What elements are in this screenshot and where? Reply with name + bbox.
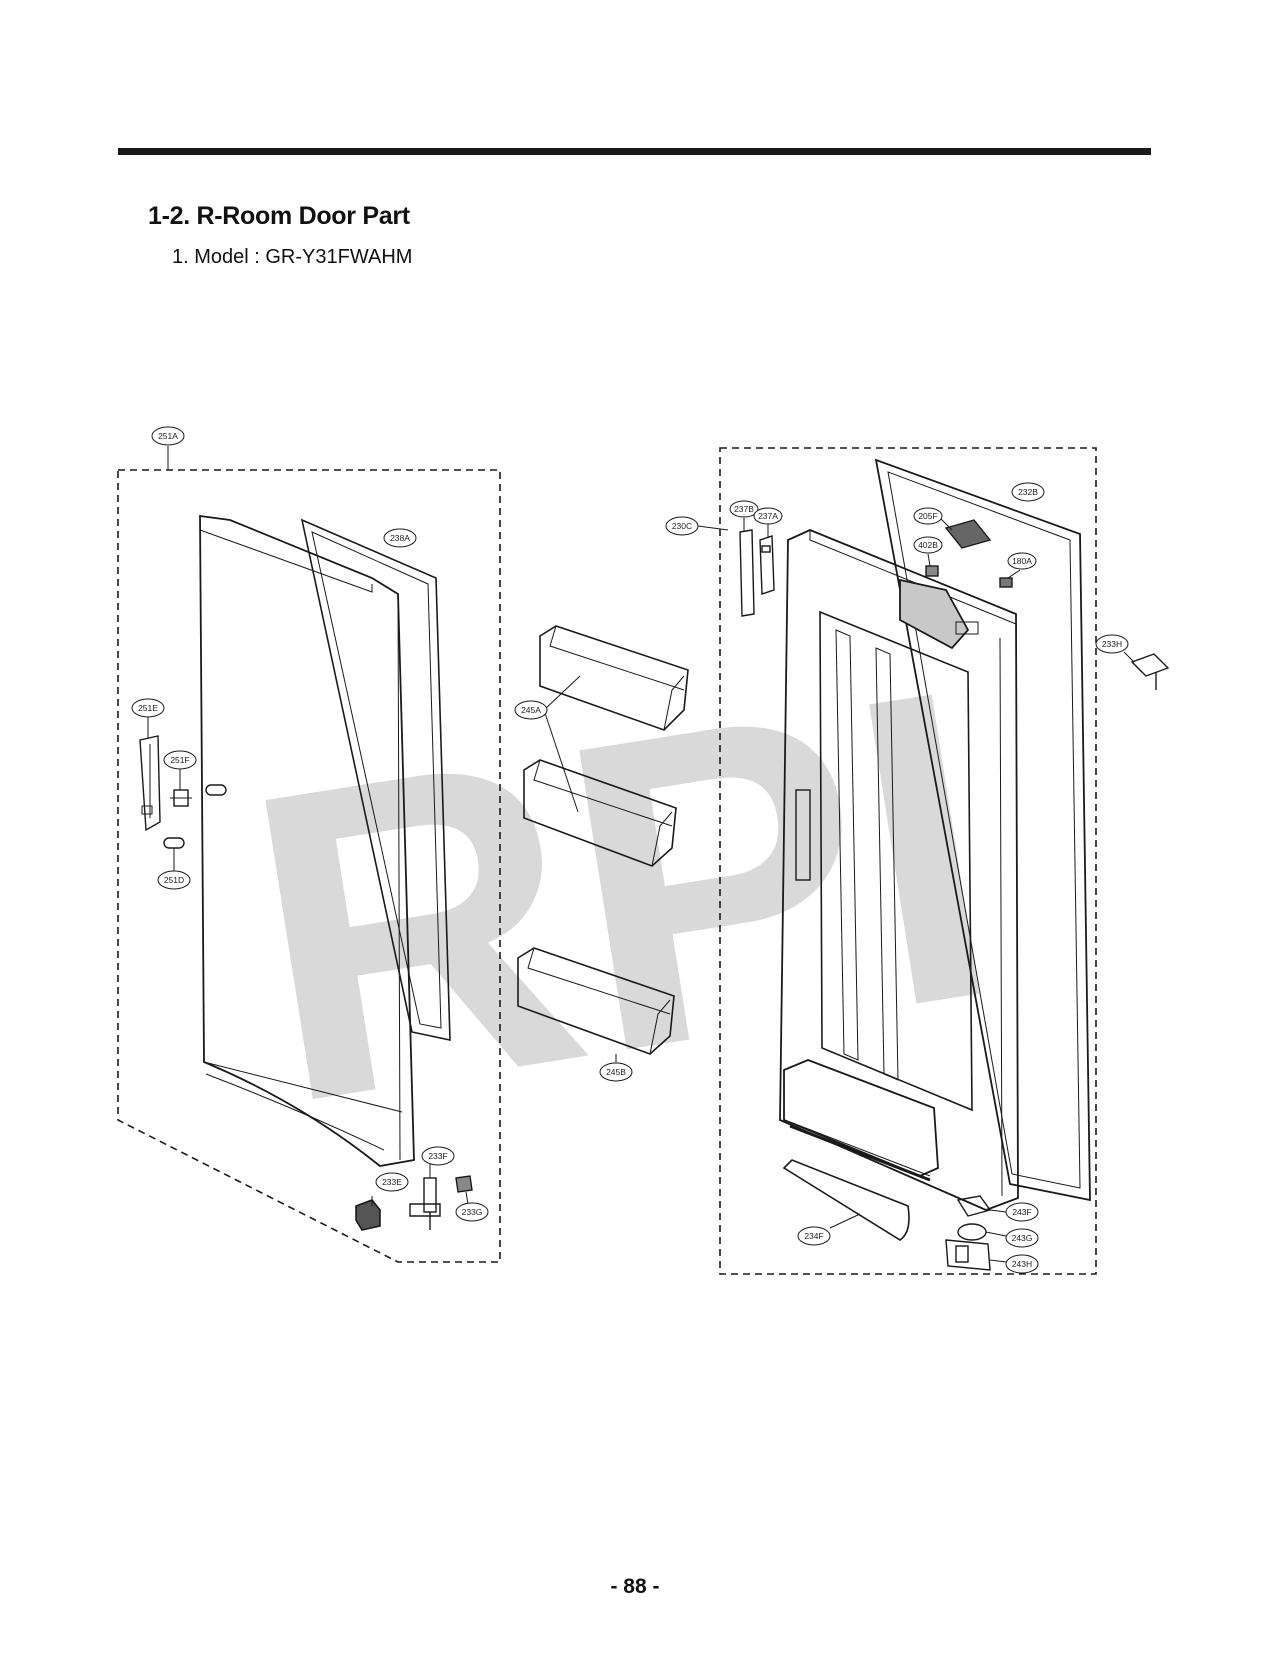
svg-text:238A: 238A [390, 533, 410, 543]
callout-233G: 233G [455, 1202, 489, 1222]
svg-text:233F: 233F [428, 1151, 447, 1161]
page-number: - 88 - [610, 1575, 660, 1598]
callout-245B: 245B [599, 1062, 633, 1082]
part-243G [957, 1223, 987, 1241]
hinge-233H [1130, 653, 1170, 690]
model-line: 1. Model : GR-Y31FWAHM [172, 246, 413, 268]
callout-237A: 237A [753, 507, 783, 525]
callout-233H: 233H [1095, 634, 1129, 654]
door-gasket-238A [300, 518, 451, 1041]
part-243F [956, 1195, 992, 1217]
part-233F [409, 1177, 441, 1230]
basket-upper [539, 625, 689, 731]
svg-text:233G: 233G [462, 1207, 483, 1217]
svg-text:233H: 233H [1102, 639, 1122, 649]
basket-middle [523, 759, 677, 867]
svg-text:251D: 251D [164, 875, 184, 885]
callout-238A: 238A [383, 528, 417, 548]
callout-205F: 205F [913, 507, 943, 525]
svg-text:237B: 237B [734, 504, 754, 514]
svg-text:180A: 180A [1012, 556, 1032, 566]
trim-234F [782, 1159, 910, 1241]
callout-233F: 233F [421, 1146, 455, 1166]
callout-251F: 251F [163, 750, 197, 770]
door-panel [199, 514, 415, 1167]
basket-lower [517, 947, 675, 1055]
callout-232B: 232B [1011, 482, 1045, 502]
part-233G [455, 1175, 473, 1193]
callout-251D: 251D [157, 870, 191, 890]
callout-251E: 251E [131, 698, 165, 718]
svg-text:243H: 243H [1012, 1259, 1032, 1269]
svg-text:205F: 205F [918, 511, 937, 521]
callout-243G: 243G [1005, 1228, 1039, 1248]
callout-230C: 230C [665, 516, 699, 536]
svg-text:243G: 243G [1012, 1233, 1033, 1243]
svg-text:251E: 251E [138, 703, 158, 713]
svg-text:234F: 234F [804, 1231, 823, 1241]
svg-text:251A: 251A [158, 431, 178, 441]
callout-233E: 233E [375, 1172, 409, 1192]
callout-243F: 243F [1005, 1202, 1039, 1222]
left-door-group [117, 446, 501, 1263]
callout-251A: 251A [151, 426, 185, 446]
part-237A [759, 535, 775, 595]
svg-text:237A: 237A [758, 511, 778, 521]
top-rule [118, 148, 1151, 155]
part-243H [945, 1239, 991, 1271]
callout-402B: 402B [913, 536, 943, 554]
svg-text:245A: 245A [521, 705, 541, 715]
callout-245A: 245A [514, 700, 548, 720]
section-title: 1-2. R-Room Door Part [148, 202, 410, 230]
callout-234F: 234F [797, 1226, 831, 1246]
right-door-group [697, 447, 1170, 1275]
part-251D [163, 837, 185, 849]
callout-243H: 243H [1005, 1254, 1039, 1274]
door-liner [779, 529, 1019, 1211]
part-402B [925, 565, 939, 577]
callout-180A: 180A [1007, 552, 1037, 570]
svg-text:230C: 230C [672, 521, 692, 531]
watermark: RPI [222, 597, 1023, 1197]
part-237B [739, 529, 755, 617]
part-233E [355, 1199, 381, 1231]
svg-text:245B: 245B [606, 1067, 626, 1077]
part-180A [999, 577, 1013, 588]
callouts: 251A 238A 251E 251F 251D 233E 233F 233G … [131, 426, 1129, 1274]
svg-text:232B: 232B [1018, 487, 1038, 497]
door-baskets [517, 625, 689, 1064]
part-251F [170, 789, 192, 807]
left-group-outline [117, 469, 501, 1263]
svg-text:243F: 243F [1012, 1207, 1031, 1217]
svg-text:233E: 233E [382, 1177, 402, 1187]
part-205F [944, 519, 992, 549]
callout-237B: 237B [729, 500, 759, 518]
hinge-bracket-251E [139, 735, 161, 832]
svg-text:402B: 402B [918, 540, 938, 550]
svg-text:251F: 251F [170, 755, 189, 765]
